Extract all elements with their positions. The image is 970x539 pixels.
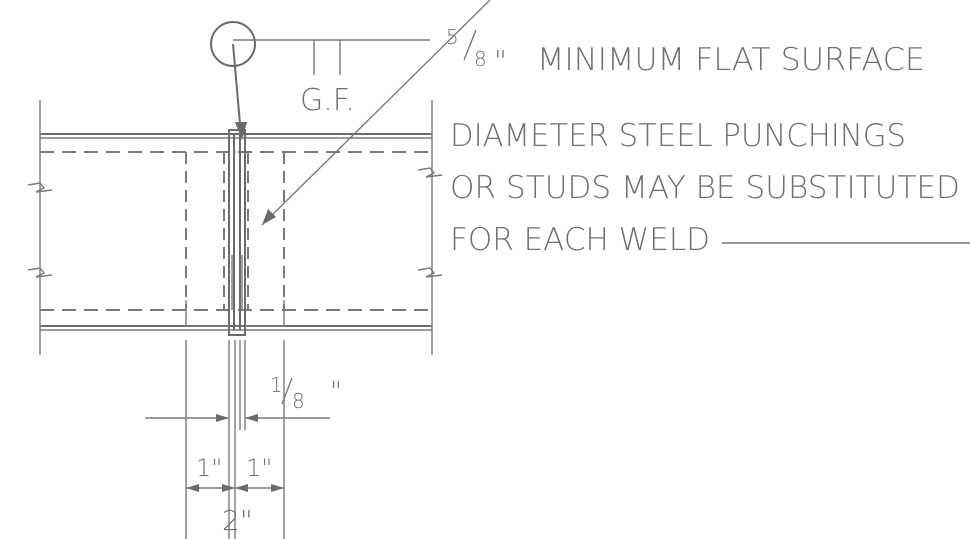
callout-leader-arrow [232, 43, 242, 136]
note-line-4: FOR EACH WELD [450, 222, 710, 258]
break-mark-left-bottom [27, 267, 53, 278]
gap-dim-arrow-right [245, 414, 258, 422]
gap-fraction-slash [281, 377, 293, 405]
one-inch-arrow-l [186, 484, 199, 492]
note-line-3: OR STUDS MAY BE SUBSTITUTED [450, 170, 960, 206]
break-mark-left-top [27, 182, 53, 193]
gap-inch-mark: " [330, 377, 342, 407]
one-inch-arrow-r [271, 484, 284, 492]
note-line-2: DIAMETER STEEL PUNCHINGS [450, 118, 906, 154]
gap-fraction-numerator: 1 [270, 373, 283, 397]
gap-dim-arrow-left [216, 414, 229, 422]
one-inch-arrow-mr [235, 484, 248, 492]
note-leader-arrowhead [262, 209, 276, 225]
break-mark-right-top [417, 167, 443, 178]
fraction-inch-mark: " [494, 44, 507, 77]
gap-fraction-denominator: 8 [292, 389, 305, 413]
break-mark-right-bottom [417, 267, 443, 278]
detail-callout-circle [210, 21, 256, 67]
note-line-1: MINIMUM FLAT SURFACE [537, 42, 925, 78]
one-inch-arrow-ml [222, 484, 235, 492]
plate-step-right [245, 300, 285, 327]
center-plate-outline [228, 129, 246, 336]
fraction-slash [463, 29, 477, 61]
gf-label: G.F. [300, 83, 355, 118]
fraction-numerator: 5 [446, 25, 459, 49]
note-leader-diagonal [261, 0, 491, 226]
plate-step-left [185, 300, 229, 327]
dim-left-label: 1" [196, 454, 222, 482]
dim-right-label: 1" [246, 454, 272, 482]
dim-total-label: 2" [222, 504, 253, 537]
fraction-denominator: 8 [474, 47, 487, 71]
